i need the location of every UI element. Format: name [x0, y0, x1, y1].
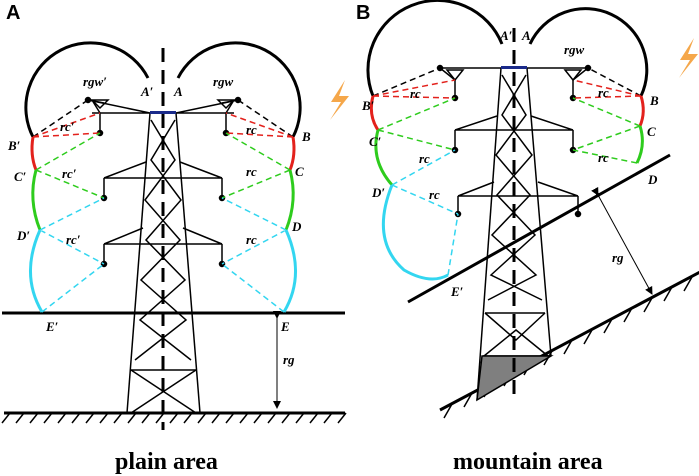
shield-arc-right-b	[528, 7, 649, 97]
label-b-a: A	[521, 28, 531, 43]
label-rc-3-right: rc	[246, 232, 257, 247]
label-b-a-prime: A′	[499, 28, 513, 43]
label-b-d-prime: D′	[371, 185, 385, 200]
label-rg-a: rg	[283, 352, 295, 367]
label-b-rc-2-right: rc	[598, 150, 609, 165]
arc-red-right-b	[638, 95, 645, 127]
label-rc-1-right: rc	[246, 122, 257, 137]
shield-arc-left-b	[366, 0, 504, 97]
arc-green-left-a	[31, 169, 42, 231]
label-d: D	[291, 219, 302, 234]
rg-arrow-b	[591, 186, 653, 295]
label-d-prime: D′	[16, 228, 30, 243]
label-b-rc-1-left: rc	[410, 86, 421, 101]
label-e-prime: E′	[45, 319, 59, 334]
arc-cyan-right-a	[282, 229, 297, 313]
ground-hatched-a	[1, 411, 347, 424]
rc-green-dash-lines-b	[377, 97, 641, 164]
arc-red-left-b	[369, 95, 380, 131]
ground-equivalent-line-b	[407, 153, 671, 304]
label-rc-3-left: rc′	[66, 232, 81, 247]
rgw-dash-lines-b	[372, 67, 642, 97]
caption-plain-area: plain area	[115, 449, 218, 475]
label-b-rc-1-right: rc	[598, 85, 609, 100]
label-b-rc-2-left: rc	[419, 151, 430, 166]
rc-cyan-dash-lines-b	[391, 149, 459, 276]
label-b: B	[301, 129, 311, 144]
rc-red-dash-lines-b	[372, 79, 642, 99]
label-c-prime: C′	[14, 169, 27, 184]
label-b-rc-3-left: rc	[429, 187, 440, 202]
arc-green-left-b	[374, 129, 394, 186]
panel-b-letter: B	[356, 2, 370, 24]
label-c: C	[295, 164, 304, 179]
label-b-c-prime: C′	[369, 134, 382, 149]
arc-cyan-left-a	[29, 229, 44, 313]
arc-green-right-b	[635, 125, 644, 164]
rc-cyan-dash-lines-a	[39, 197, 287, 313]
label-b-b-prime: B′	[361, 98, 375, 113]
caption-mountain-area: mountain area	[453, 449, 603, 475]
panel-a-letter: A	[6, 2, 20, 24]
label-b-c: C	[647, 124, 656, 139]
tower-top-band-b	[501, 66, 527, 69]
label-b-d: D	[647, 172, 658, 187]
arc-red-left-a	[30, 136, 38, 171]
label-rgw-prime: rgw′	[83, 74, 107, 89]
shield-arc-right-a	[176, 41, 302, 138]
label-b-rg: rg	[612, 250, 624, 265]
label-rc-1-left: rc′	[60, 119, 75, 134]
label-e: E	[280, 319, 290, 334]
label-b-rgw: rgw	[564, 42, 585, 57]
lightning-icon-a	[330, 80, 349, 120]
rc-red-dash-lines-a	[32, 112, 294, 138]
panel-b: B	[356, 0, 699, 475]
arc-cyan-left-b	[381, 184, 449, 281]
label-rc-2-left: rc′	[62, 166, 77, 181]
shield-arc-left-a	[24, 41, 150, 138]
label-a-prime: A′	[140, 84, 154, 99]
rgw-dash-lines-a	[32, 99, 294, 138]
label-b-b: B	[649, 93, 659, 108]
label-rc-2-right: rc	[246, 164, 257, 179]
label-a: A	[173, 84, 183, 99]
panel-a: A	[1, 2, 349, 475]
label-b-prime: B′	[7, 138, 21, 153]
label-rgw: rgw	[213, 74, 234, 89]
label-b-e-prime: E′	[450, 284, 464, 299]
tower-top-band-a	[150, 111, 176, 114]
tower-foundation-shade-b	[476, 355, 554, 402]
arc-green-right-a	[284, 169, 295, 231]
arc-red-right-a	[288, 136, 296, 171]
lightning-icon-b	[679, 38, 698, 78]
